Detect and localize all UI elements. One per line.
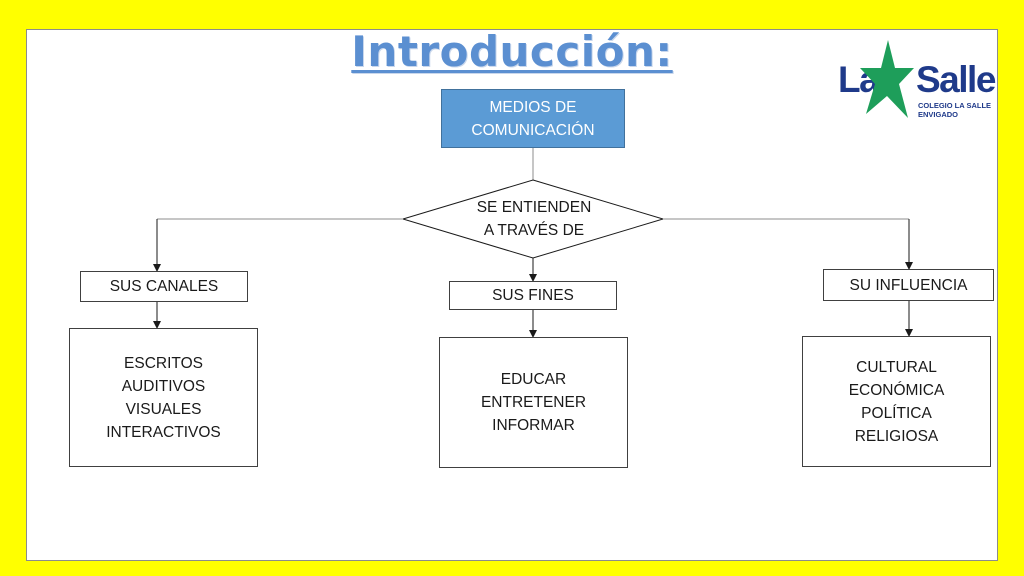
list-item: RELIGIOSA xyxy=(854,427,939,445)
branch-sus-canales: SUS CANALES xyxy=(80,271,248,302)
items-box-fines: EDUCAR ENTRETENER INFORMAR xyxy=(439,337,628,468)
star-icon xyxy=(860,40,914,118)
branch-su-influencia: SU INFLUENCIA xyxy=(823,269,994,301)
list-item: CULTURAL xyxy=(856,358,937,376)
branch-label-center: SUS FINES xyxy=(492,287,574,304)
root-node-medios-de-comunicacion: MEDIOS DE COMUNICACIÓN xyxy=(441,89,625,148)
list-item: ENTRETENER xyxy=(480,394,587,411)
decision-label: SE ENTIENDEN A TRAVÉS DE xyxy=(420,196,648,242)
list-item: POLÍTICA xyxy=(861,404,932,422)
logo-subtitle-line1: COLEGIO LA SALLE xyxy=(918,101,992,110)
list-item: INTERACTIVOS xyxy=(106,423,221,441)
root-line1: MEDIOS DE xyxy=(489,98,577,116)
slide-title: Introducción: xyxy=(351,27,673,76)
logo-word-salle: Salle xyxy=(916,59,996,100)
list-item: ECONÓMICA xyxy=(848,381,945,399)
branch-sus-fines: SUS FINES xyxy=(449,281,617,310)
items-box-influencia: CULTURAL ECONÓMICA POLÍTICA RELIGIOSA xyxy=(802,336,991,467)
la-salle-logo: La Salle COLEGIO LA SALLE ENVIGADO xyxy=(836,38,996,122)
list-item: INFORMAR xyxy=(492,417,575,434)
list-item: ESCRITOS xyxy=(124,354,203,372)
decision-line1: SE ENTIENDEN xyxy=(476,199,592,216)
branch-label-left: SUS CANALES xyxy=(109,278,219,295)
list-item: EDUCAR xyxy=(500,371,567,388)
branch-label-right: SU INFLUENCIA xyxy=(849,276,968,294)
items-box-canales: ESCRITOS AUDITIVOS VISUALES INTERACTIVOS xyxy=(69,328,258,467)
list-item: AUDITIVOS xyxy=(121,377,206,395)
logo-subtitle-line2: ENVIGADO xyxy=(918,110,959,119)
list-item: VISUALES xyxy=(125,400,202,418)
decision-line2: A TRAVÉS DE xyxy=(483,222,585,239)
root-line2: COMUNICACIÓN xyxy=(471,121,595,139)
